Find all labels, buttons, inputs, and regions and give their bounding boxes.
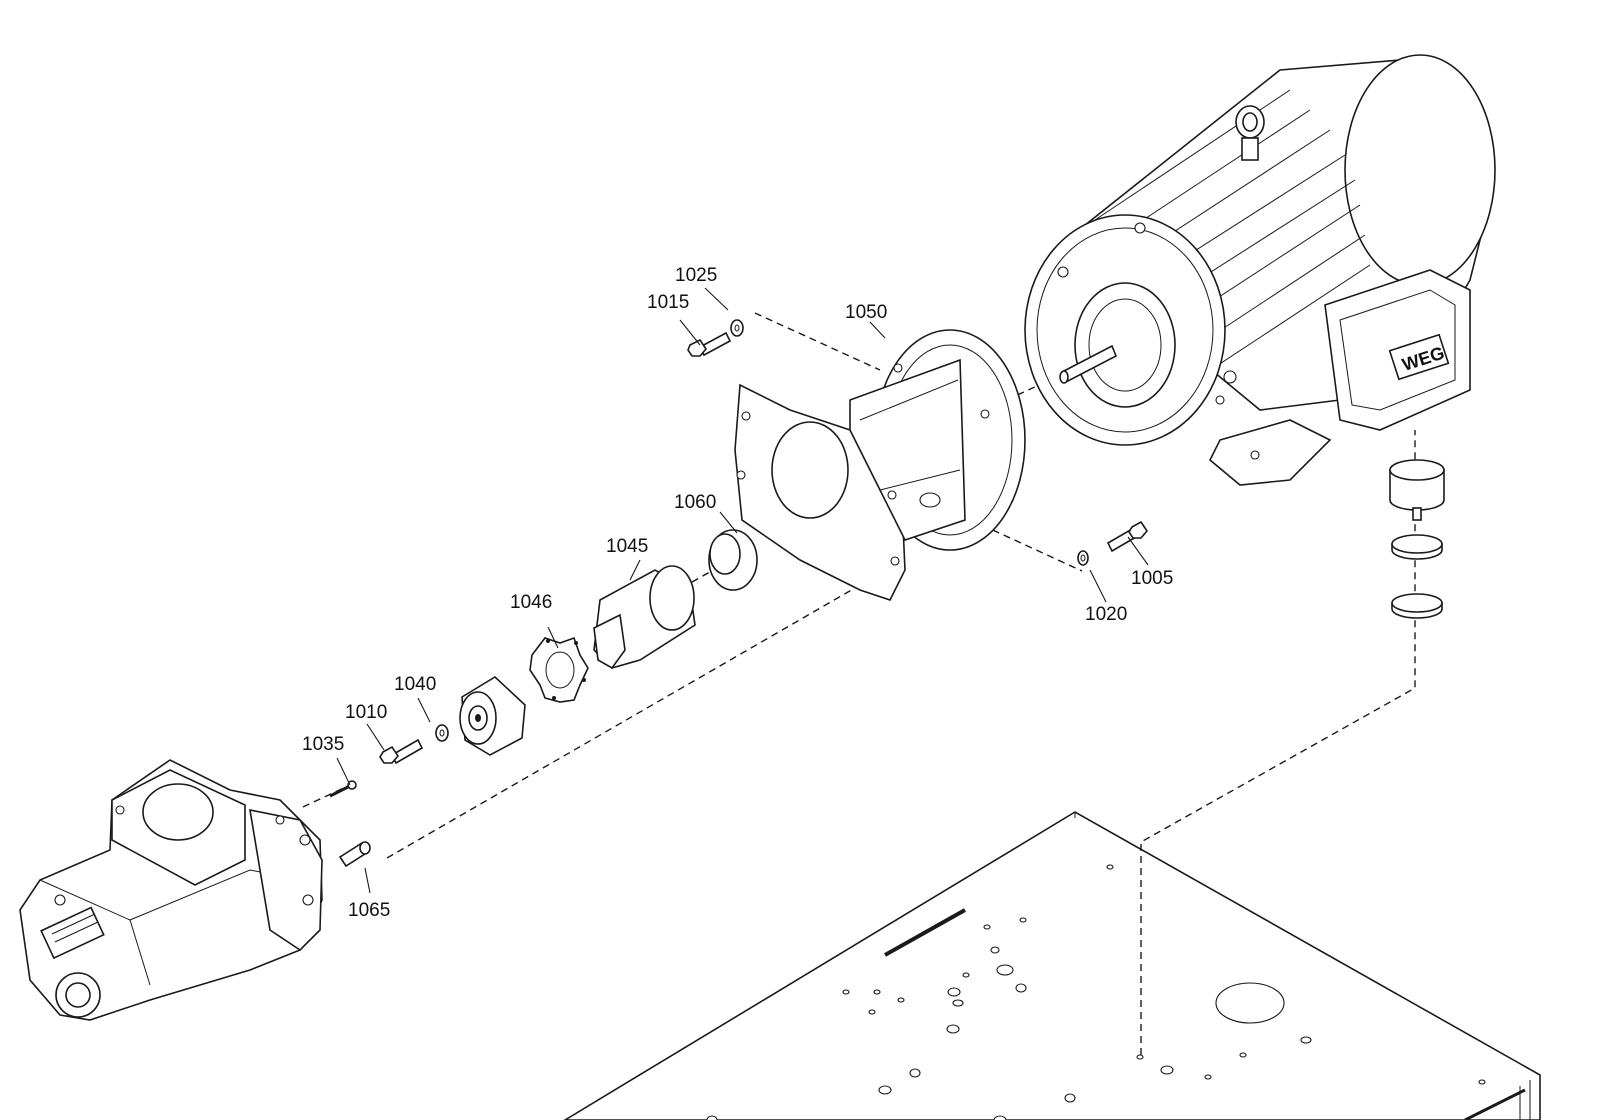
callout-1065: 1065 [348,900,390,921]
callout-1060: 1060 [674,492,716,513]
part-1010-bolt [379,738,424,765]
part-1060-bushing-ring [708,529,758,591]
base-plate [563,811,1541,1120]
part-1020-washer [1077,550,1089,566]
electric-motor: WEG [1024,54,1496,486]
callout-1005: 1005 [1131,568,1173,589]
callout-1015: 1015 [647,292,689,313]
leader-lines [336,287,1149,894]
part-1035-screw [329,780,357,798]
part-1025-washer [730,319,744,337]
part-1050-bell-housing [734,329,1026,601]
part-1005-bolt [1106,520,1149,553]
callout-1040: 1040 [394,674,436,695]
part-1015-bolt [687,331,732,357]
part-1040-washer [435,724,449,742]
part-1065-dowel-pin [338,841,371,868]
callout-1050: 1050 [845,302,887,323]
callout-1035: 1035 [302,734,344,755]
motor-lifting-eye [1235,105,1265,161]
callout-1045: 1045 [606,536,648,557]
isolator-mount-stack [1389,459,1445,619]
part-1046-spider-insert [529,636,589,703]
pump-assembly [19,759,323,1021]
callout-labels: 1005 1010 1015 1020 1025 1035 1040 1045 … [302,265,1173,921]
callout-1010: 1010 [345,702,387,723]
callout-1046: 1046 [510,592,552,613]
callout-1025: 1025 [675,265,717,286]
part-1040-coupling-hub [459,676,526,756]
callout-1020: 1020 [1085,604,1127,625]
part-1045-coupling-half [593,565,696,670]
base-plate-holes [706,864,1486,1120]
motor-terminal-box: WEG [1324,269,1471,431]
